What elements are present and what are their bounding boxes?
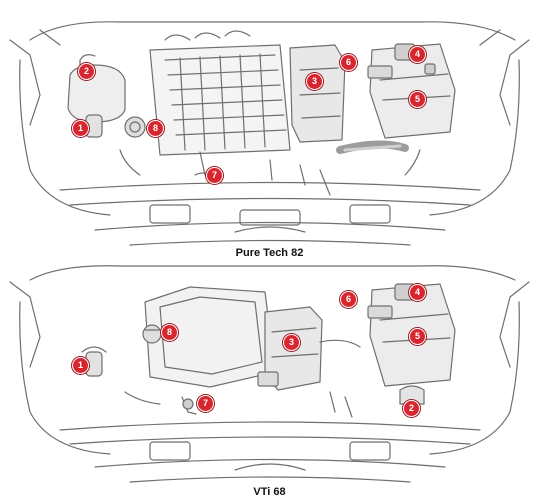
callout-marker-6: 6 xyxy=(340,54,357,71)
callout-marker-7: 7 xyxy=(197,395,214,412)
callout-marker-8: 8 xyxy=(147,120,164,137)
callout-marker-1: 1 xyxy=(72,120,89,137)
diagram-caption: Pure Tech 82 xyxy=(235,247,304,259)
callout-marker-2: 2 xyxy=(403,400,420,417)
callout-marker-2: 2 xyxy=(78,63,95,80)
callout-marker-1: 1 xyxy=(72,357,89,374)
callout-marker-7: 7 xyxy=(206,167,223,184)
callout-marker-5: 5 xyxy=(409,328,426,345)
engine-bay-drawing xyxy=(9,265,530,483)
callout-marker-8: 8 xyxy=(161,324,178,341)
callout-marker-3: 3 xyxy=(283,334,300,351)
callout-marker-5: 5 xyxy=(409,91,426,108)
engine-diagram-puretech: Pure Tech 82 1 2 3 4 5 6 7 8 xyxy=(9,21,530,259)
callout-marker-3: 3 xyxy=(306,73,323,90)
callout-marker-4: 4 xyxy=(409,284,426,301)
engine-diagram-vti: VTi 68 1 2 3 4 5 6 7 8 xyxy=(0,262,539,502)
callout-marker-4: 4 xyxy=(409,46,426,63)
callout-marker-6: 6 xyxy=(340,291,357,308)
diagram-caption: VTi 68 xyxy=(253,486,286,498)
